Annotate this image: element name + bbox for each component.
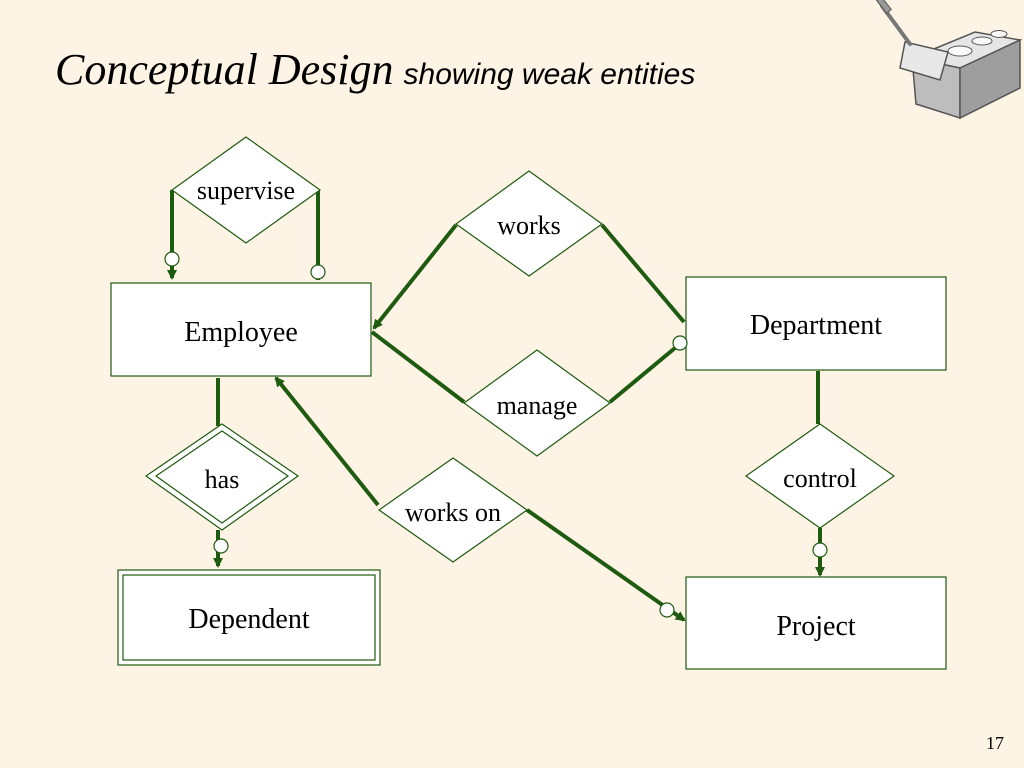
title-subtitle: showing weak entities: [403, 58, 696, 91]
relationship-manage: manage: [462, 349, 612, 457]
entity-label-dependent: Dependent: [188, 604, 310, 635]
slide-title: Conceptual Design showing weak entities: [55, 44, 695, 95]
relationship-label-works-on: works on: [405, 498, 501, 527]
entity-label-department: Department: [750, 310, 882, 341]
entity-project: Project: [685, 576, 947, 670]
entity-employee: Employee: [110, 282, 372, 377]
title-main: Conceptual Design: [55, 45, 394, 94]
entity-department: Department: [685, 276, 947, 371]
connector-circle: [164, 251, 180, 267]
connector-circle: [659, 602, 675, 618]
entity-label-employee: Employee: [184, 317, 298, 348]
relationship-label-works: works: [497, 211, 561, 240]
relationship-control: control: [744, 423, 896, 529]
works-employee-line: [372, 223, 458, 330]
relationship-works: works: [454, 170, 604, 277]
connectors: [167, 190, 825, 622]
relationship-supervise: supervise: [170, 136, 322, 244]
entity-dependent: Dependent: [117, 569, 381, 666]
relationship-label-has: has: [205, 465, 240, 494]
relationship-works-on: works on: [377, 457, 529, 563]
relationship-label-supervise: supervise: [197, 176, 295, 205]
workson-employee-line: [274, 376, 380, 507]
manage-employee-line: [370, 330, 466, 404]
works-department-line: [600, 223, 686, 324]
connector-circles: [164, 251, 828, 618]
workson-project-line: [525, 508, 686, 622]
connector-circle: [672, 335, 688, 351]
connector-circle: [213, 538, 229, 554]
relationship-has: has: [144, 423, 300, 531]
page-number: 17: [986, 733, 1004, 753]
connector-circle: [812, 542, 828, 558]
relationship-label-control: control: [783, 464, 857, 493]
connector-circle: [310, 264, 326, 280]
entity-label-project: Project: [776, 611, 856, 642]
manage-department-line: [608, 346, 677, 404]
trowel-brick-icon: [876, 0, 1023, 120]
relationship-label-manage: manage: [497, 391, 578, 420]
